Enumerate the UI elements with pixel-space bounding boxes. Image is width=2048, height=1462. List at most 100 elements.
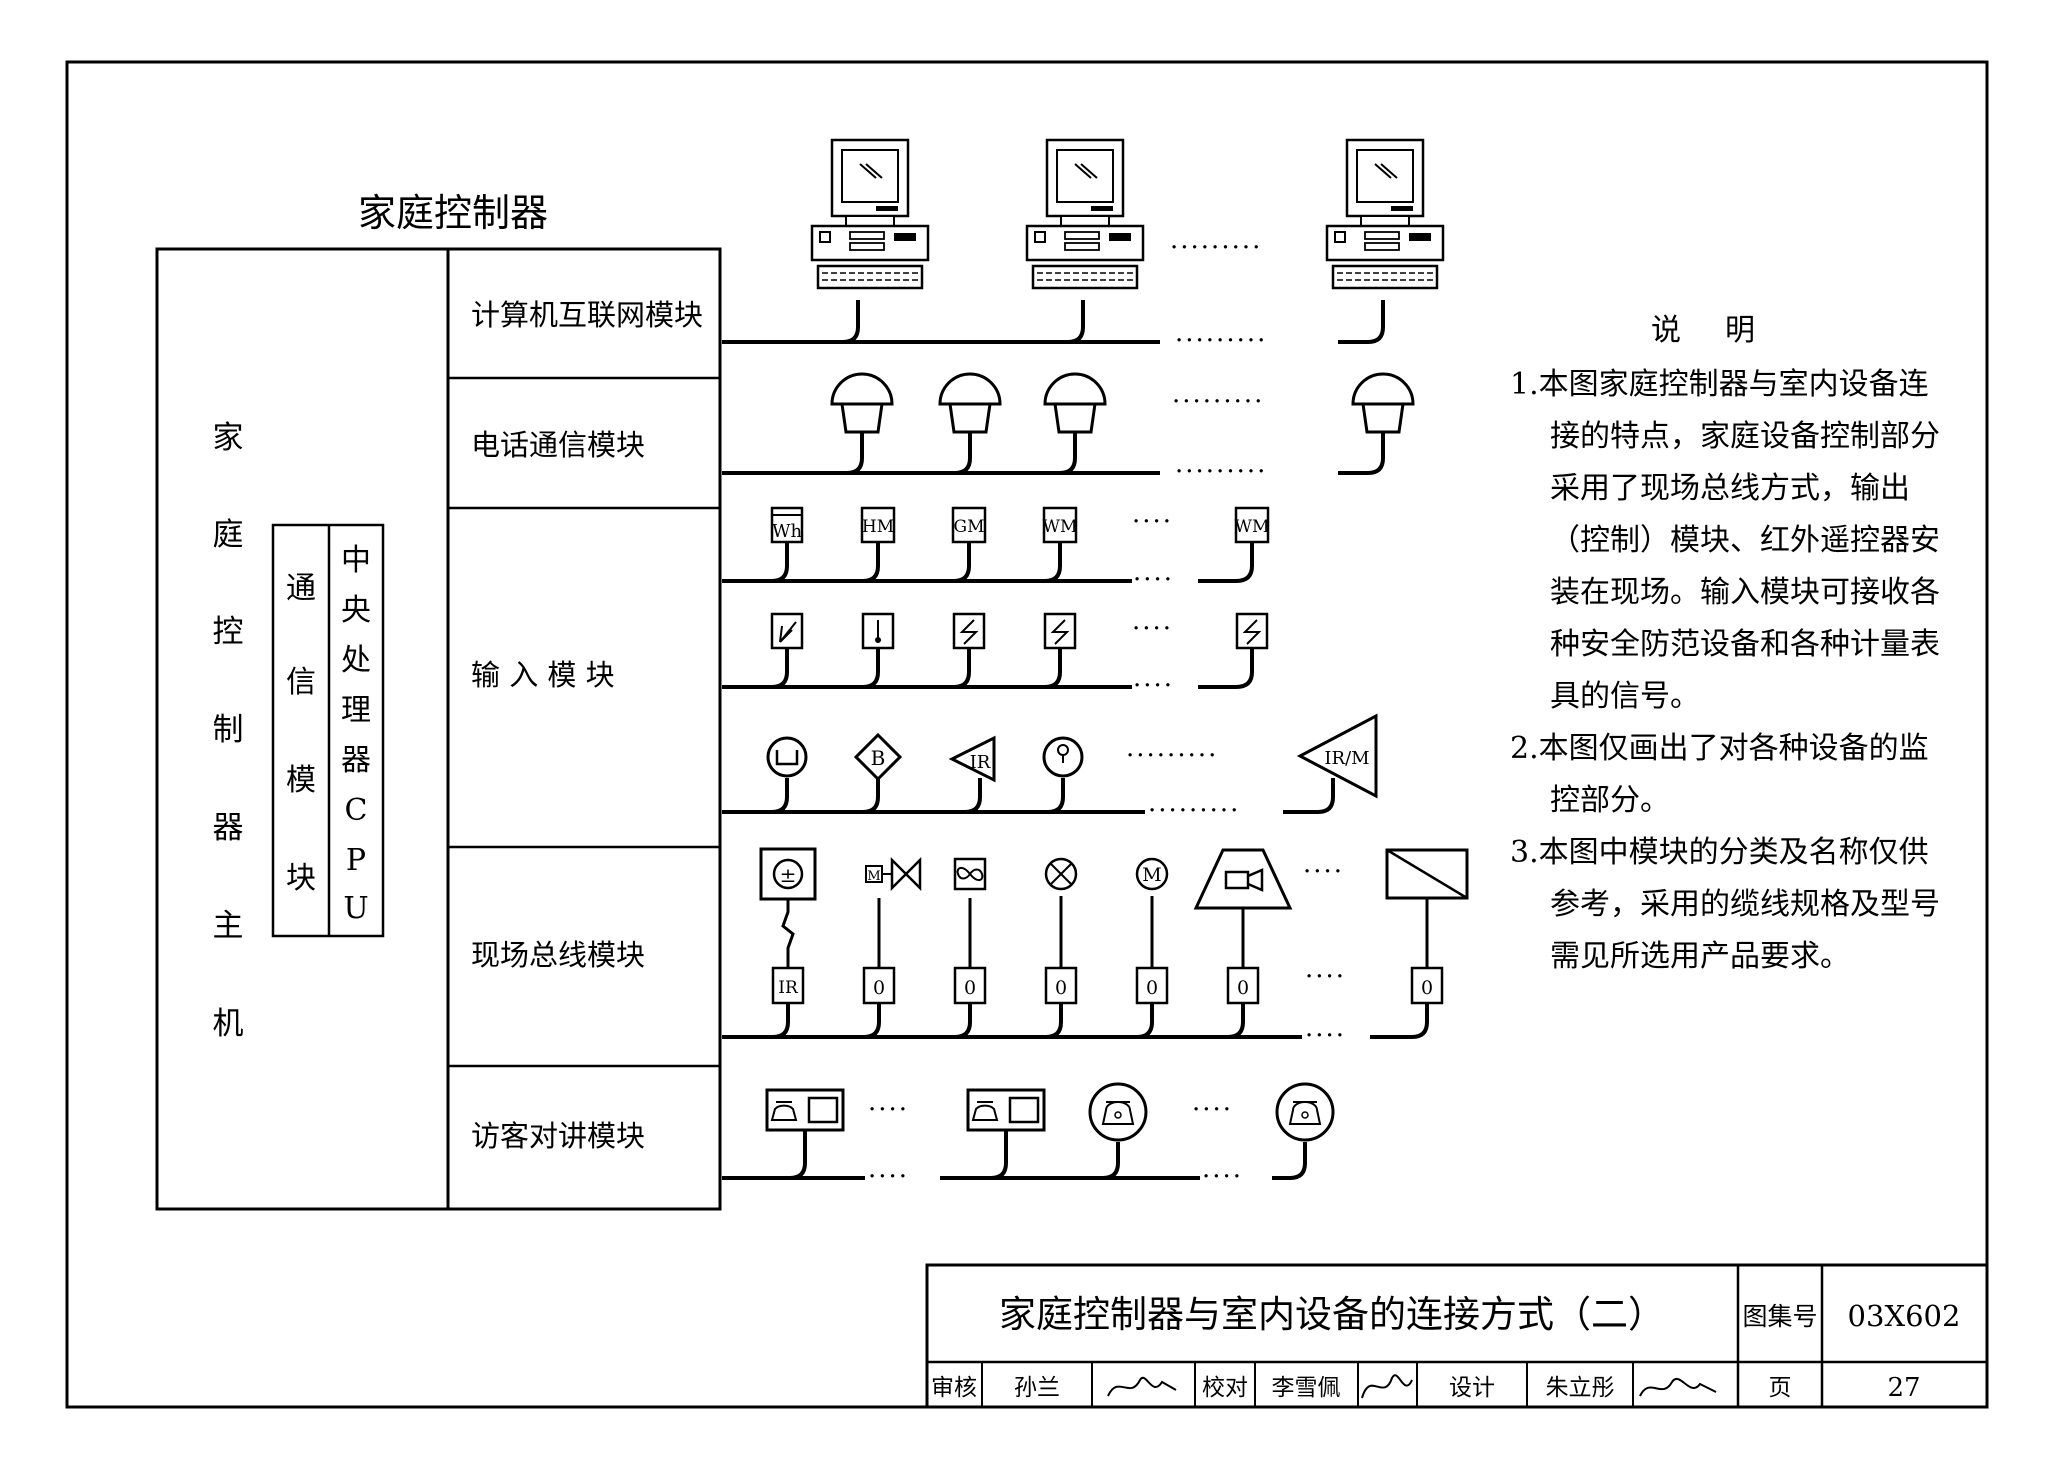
- ellipsis: ····: [1192, 1095, 1233, 1125]
- security-bus: ·········: [722, 778, 1335, 826]
- module-column: [446, 247, 722, 1211]
- ellipsis: ····: [868, 1095, 909, 1125]
- door-contact-icon: [766, 736, 808, 778]
- output-label: 0: [1146, 977, 1158, 999]
- meter-wm: WM: [1235, 506, 1270, 544]
- output-module: 0: [1044, 966, 1078, 1005]
- ellipsis: ·········: [1170, 233, 1262, 263]
- temperature-detector-icon: [861, 612, 895, 650]
- infrared-microwave-detector-icon: IR/M: [1296, 713, 1378, 799]
- ir-output-module: IR: [771, 966, 805, 1005]
- note-item: 3.本图中模块的分类及名称仅供参考，采用的缆线规格及型号需见所选用产品要求。: [1510, 835, 1940, 974]
- panic-button-icon: [1042, 736, 1084, 778]
- comm-char: 通: [286, 571, 316, 606]
- meter-wm: WM: [1043, 506, 1078, 544]
- design-label: 设计: [1449, 1375, 1495, 1401]
- designer-signature: [1639, 1378, 1717, 1397]
- cpu-char: P: [346, 843, 366, 878]
- atlas-number: 03X602: [1848, 1299, 1961, 1333]
- note-item: 1.本图家庭控制器与室内设备连接的特点，家庭设备控制部分采用了现场总线方式，输出…: [1510, 367, 1940, 714]
- output-module: 0: [1226, 966, 1260, 1005]
- output-label: 0: [873, 977, 885, 999]
- computer-icon: [810, 138, 930, 290]
- atlas-label: 图集号: [1742, 1302, 1817, 1331]
- computer-bus: ·········: [722, 300, 1385, 356]
- review-label: 审核: [931, 1375, 977, 1401]
- device-label: M: [1142, 864, 1161, 886]
- ellipsis: ····: [1132, 507, 1173, 537]
- ellipsis: ·········: [1175, 457, 1267, 487]
- cpu-char: 处: [341, 643, 371, 678]
- output-label: 0: [1055, 977, 1067, 999]
- meter-wh: Wh: [770, 506, 804, 544]
- module-label-intercom: 访客对讲模块: [471, 1119, 645, 1153]
- sensor-label: IR: [970, 752, 991, 773]
- module-label-telephone: 电话通信模块: [471, 428, 645, 462]
- motor-icon: M: [1135, 857, 1169, 891]
- ellipsis: ····: [868, 1162, 909, 1192]
- fan-icon: [953, 857, 987, 891]
- host-char: 机: [213, 1006, 244, 1042]
- host-char: 主: [213, 908, 244, 944]
- ellipsis: ····: [1202, 1162, 1243, 1192]
- gas-detector-icon: [1235, 612, 1269, 650]
- meter-label: Wh: [772, 521, 803, 542]
- comm-module-label: 通 信 模 块: [286, 571, 316, 896]
- meter-gm: GM: [951, 506, 987, 544]
- meter-hm: HM: [860, 506, 896, 544]
- device-label: ±: [780, 863, 797, 887]
- drawing-title: 家庭控制器与室内设备的连接方式（二）: [999, 1293, 1665, 1336]
- glass-break-detector-icon: B: [853, 732, 903, 782]
- telephone-bus: ·········: [722, 432, 1385, 487]
- camera-icon: [1193, 848, 1293, 910]
- door-station-icon: [765, 1088, 845, 1132]
- comm-char: 信: [286, 665, 316, 700]
- output-module: 0: [862, 966, 896, 1005]
- ellipsis: ····: [1133, 671, 1174, 701]
- cpu-char: 央: [341, 593, 371, 628]
- comm-char: 模: [286, 763, 316, 798]
- cpu-char: U: [343, 891, 368, 926]
- meter-label: WM: [1235, 517, 1270, 537]
- sensor-label: IR/M: [1324, 748, 1369, 769]
- meter-label: GM: [954, 517, 985, 537]
- ellipsis: ·········: [1126, 741, 1218, 771]
- host-label: 家 庭 控 制 器 主 机: [213, 420, 244, 1042]
- ellipsis: ····: [1305, 962, 1346, 992]
- cpu-char: 器: [341, 743, 371, 778]
- meter-label: WM: [1043, 517, 1078, 537]
- meter-label: HM: [862, 517, 894, 537]
- infrared-detector-icon: IR: [948, 735, 996, 783]
- ellipsis: ····: [1305, 1021, 1346, 1051]
- output-module: 0: [1135, 966, 1169, 1005]
- telephone-icon: [1043, 372, 1107, 434]
- ellipsis: ·········: [1175, 326, 1267, 356]
- computer-icon: [1325, 138, 1445, 290]
- sensor-bus: ····: [722, 648, 1254, 701]
- sensor-label: B: [871, 746, 886, 770]
- controller-title: 家庭控制器: [358, 191, 548, 235]
- output-label: IR: [778, 978, 799, 998]
- module-label-input: 输 入 模 块: [471, 658, 615, 692]
- cpu-char: C: [345, 793, 368, 828]
- ellipsis: ·········: [1172, 387, 1264, 417]
- ellipsis: ·········: [1148, 796, 1240, 826]
- motorized-valve-icon: M: [865, 856, 922, 892]
- intercom-bus: ···· ····: [722, 1130, 1307, 1192]
- host-char: 制: [213, 712, 244, 748]
- lamp-icon: [1044, 857, 1078, 891]
- page-number: 27: [1887, 1373, 1920, 1403]
- title-block: 家庭控制器与室内设备的连接方式（二） 图集号 03X602 审核 孙兰 校对 李…: [925, 1263, 1989, 1409]
- meter-bus: ····: [722, 542, 1254, 595]
- ellipsis: ····: [1132, 614, 1173, 644]
- designer-name: 朱立彤: [1546, 1375, 1615, 1401]
- smoke-detector-icon: [770, 612, 804, 650]
- door-station-icon: [966, 1088, 1046, 1132]
- checker-signature: [1361, 1374, 1413, 1399]
- cpu-char: 理: [341, 693, 371, 728]
- fieldbus-line: ····: [722, 1003, 1429, 1051]
- cpu-label: 中 央 处 理 器 C P U: [341, 543, 371, 926]
- host-char: 控: [213, 614, 244, 650]
